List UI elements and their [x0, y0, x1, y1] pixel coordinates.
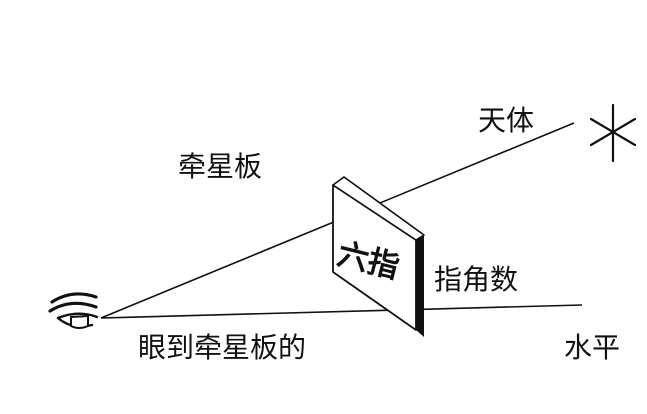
board-title-label: 牵星板	[178, 150, 262, 183]
eye-icon	[48, 292, 99, 329]
star-board: 六指	[332, 176, 425, 337]
eye-to-board-label: 眼到牵星板的	[138, 331, 306, 364]
star-board-top	[332, 176, 425, 241]
horizontal-line	[100, 304, 583, 319]
finger-count-label: 指角数	[434, 263, 518, 296]
celestial-body-label: 天体	[478, 104, 534, 137]
horizon-label: 水平	[564, 331, 620, 364]
star-icon	[589, 103, 637, 163]
